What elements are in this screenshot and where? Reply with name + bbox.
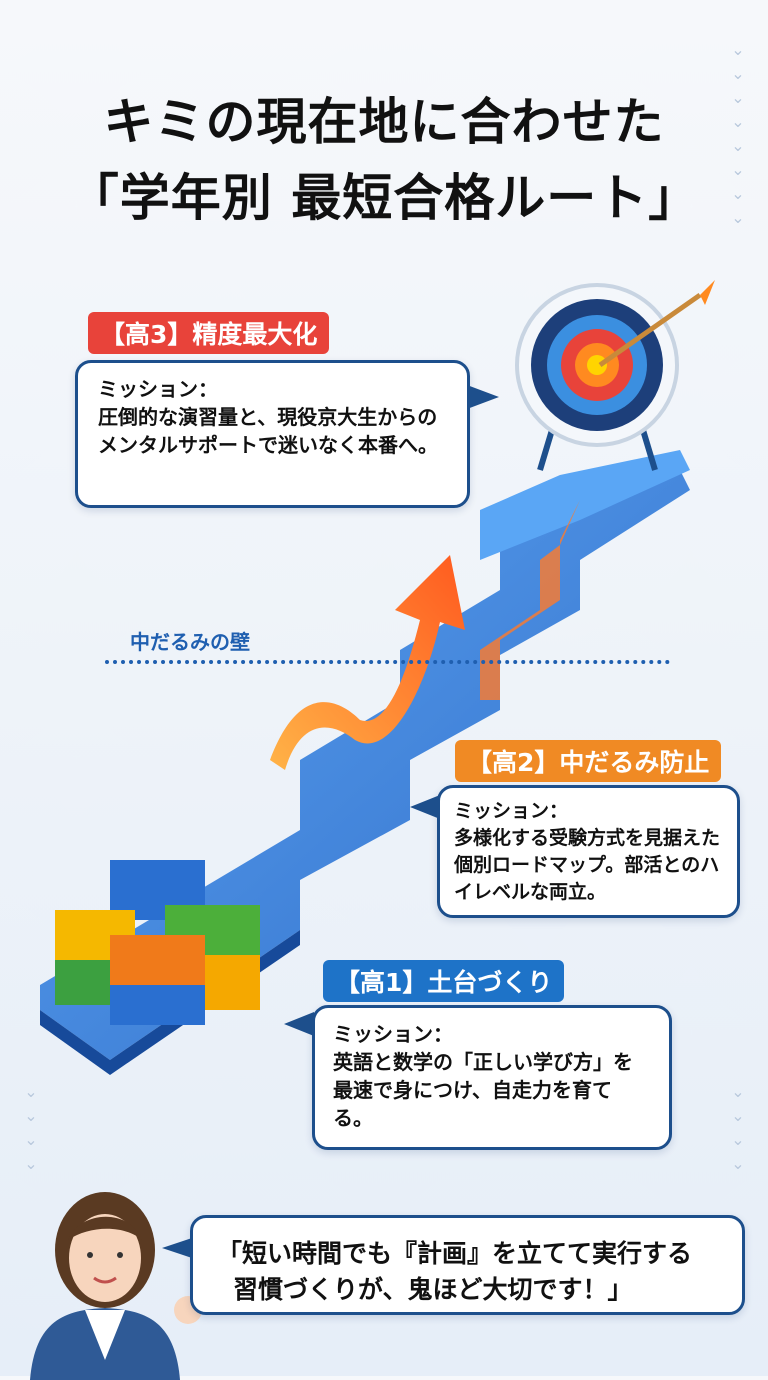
- wall-label: 中だるみの壁: [130, 630, 250, 654]
- target-icon: [515, 280, 715, 471]
- stage-1-mission-label: ミッション：: [333, 1022, 453, 1046]
- stage-1-badge: 【高1】土台づくり: [323, 960, 565, 1002]
- teacher-quote-bubble: 「短い時間でも『計画』を立てて実行する 習慣づくりが、鬼ほど大切です！」: [190, 1215, 745, 1315]
- stage-1-mission-text: 英語と数学の「正しい学び方」を最速で身につけ、自走力を育てる。: [333, 1050, 633, 1130]
- stage-3-mission-text: 圧倒的な演習量と、現役京大生からのメンタルサポートで迷いなく本番へ。: [98, 405, 438, 457]
- stage-2-bubble: ミッション： 多様化する受験方式を見据えた個別ロードマップ。部活とのハイレベルな…: [437, 785, 740, 918]
- stage-3-bubble: ミッション： 圧倒的な演習量と、現役京大生からのメンタルサポートで迷いなく本番へ…: [75, 360, 470, 508]
- chevron-decoration-left: ⌄⌄⌄⌄: [24, 1082, 38, 1173]
- orange-route-arrow: [270, 555, 465, 770]
- stage-1-bubble: ミッション： 英語と数学の「正しい学び方」を最速で身につけ、自走力を育てる。: [312, 1005, 672, 1150]
- stage-2-badge: 【高2】中だるみ防止: [455, 740, 722, 782]
- teacher-avatar: [30, 1192, 202, 1380]
- stage-2-bubble-tail: [410, 795, 440, 819]
- quote-line-1: 「短い時間でも『計画』を立てて実行する: [217, 1239, 693, 1268]
- quote-line-2: 習慣づくりが、鬼ほど大切です！」: [233, 1275, 633, 1304]
- wall-dotted-line: [105, 660, 670, 664]
- stage-3-mission-label: ミッション：: [98, 377, 218, 401]
- stage-2-mission-text: 多様化する受験方式を見据えた個別ロードマップ。部活とのハイレベルな両立。: [454, 827, 721, 903]
- stage-2-mission-label: ミッション：: [454, 800, 569, 822]
- chevron-decoration-right: ⌄⌄⌄⌄: [731, 1082, 745, 1173]
- stage-3-bubble-tail: [467, 385, 499, 409]
- quote-bubble-tail: [162, 1238, 192, 1258]
- stage-3-badge: 【高3】精度最大化: [88, 312, 330, 354]
- title-line-1: キミの現在地に合わせた: [103, 93, 665, 151]
- orange-path-trail: [480, 500, 580, 700]
- stage-1-bubble-tail: [284, 1012, 314, 1036]
- lego-blocks: [55, 860, 260, 1025]
- chevron-decoration-top-right: ⌄⌄⌄⌄⌄⌄⌄⌄: [731, 40, 745, 227]
- title-line-2: 「学年別 最短合格ルート」: [68, 169, 700, 227]
